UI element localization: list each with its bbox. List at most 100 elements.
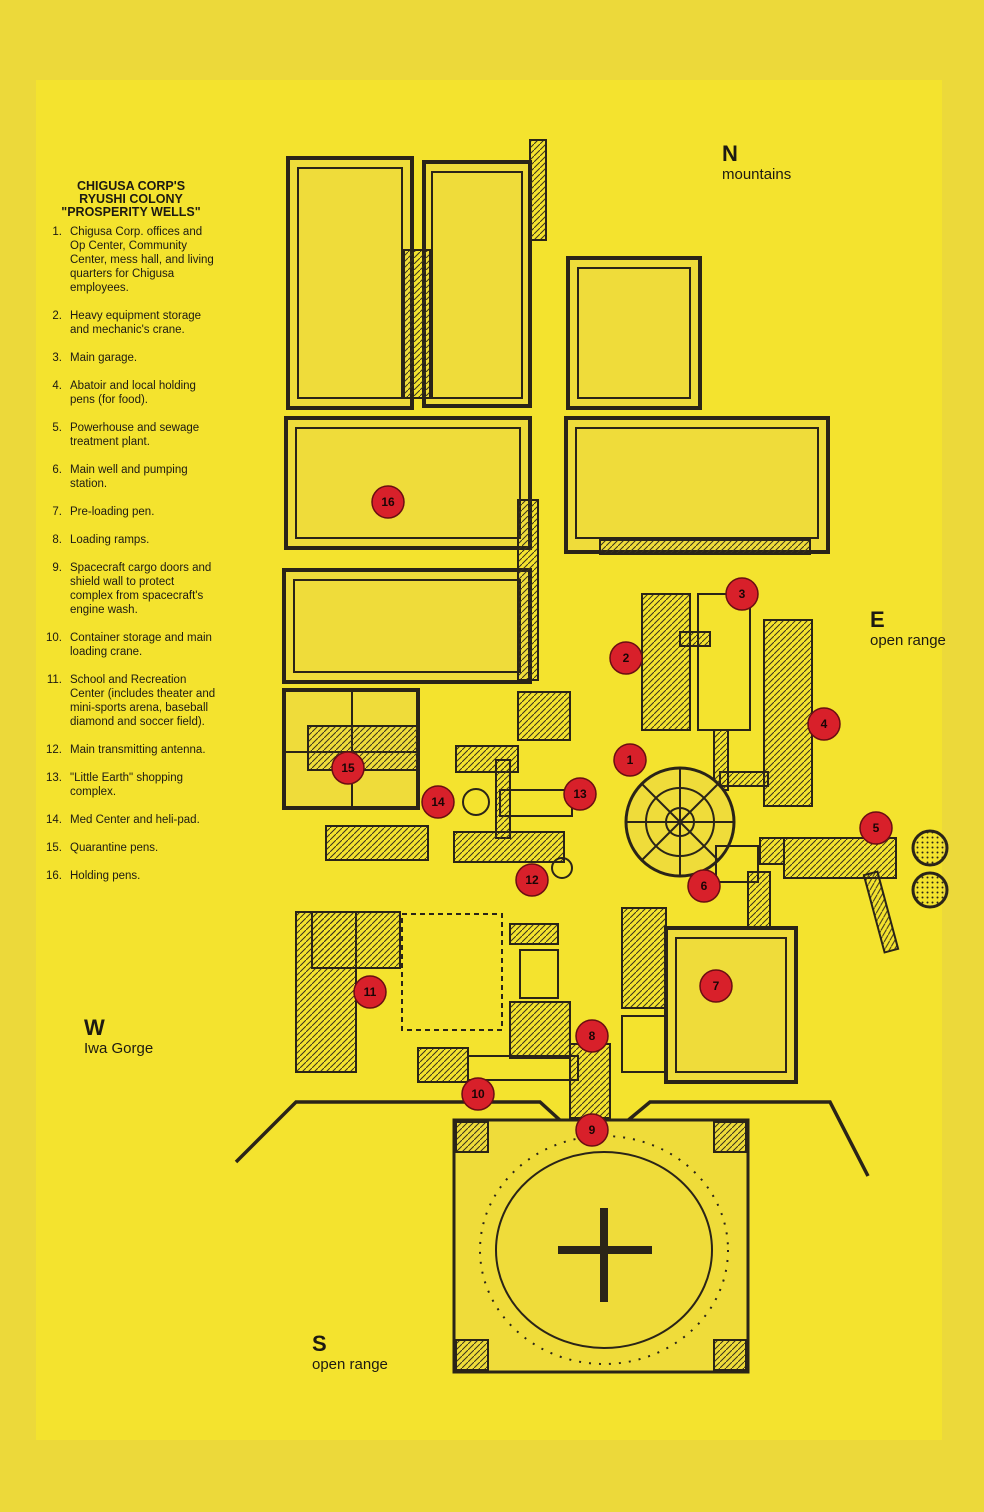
compass-north-letter: N <box>722 141 738 166</box>
compass-south-letter: S <box>312 1331 327 1356</box>
holding-pen-nw-1 <box>286 156 414 410</box>
legend-item-number: 5. <box>52 422 62 434</box>
legend-item-number: 13. <box>46 772 62 784</box>
map-marker-13: 13 <box>563 777 597 811</box>
ops-center-dome <box>624 766 736 878</box>
map-marker-label: 5 <box>873 821 880 835</box>
antenna-building <box>453 831 565 863</box>
legend-item-text: School and Recreation Center (includes t… <box>70 674 216 728</box>
compass-north-label: mountains <box>722 166 792 183</box>
map-marker-label: 12 <box>525 873 539 887</box>
powerhouse-link <box>759 837 785 865</box>
legend-item-text: Loading ramps. <box>70 534 150 546</box>
map-marker-label: 4 <box>821 717 828 731</box>
sports-field <box>401 913 503 1031</box>
map-marker-label: 3 <box>739 587 746 601</box>
legend-item-text: Pre-loading pen. <box>70 506 155 518</box>
rec-storage <box>509 923 559 945</box>
map-marker-label: 9 <box>589 1123 596 1137</box>
legend-item-text: Container storage and main loading crane… <box>70 632 212 658</box>
legend-item: 5.Powerhouse and sewage treatment plant. <box>36 421 216 449</box>
map-marker-7: 7 <box>699 969 733 1003</box>
container-stacks <box>509 1001 571 1059</box>
map-marker-label: 6 <box>701 879 708 893</box>
map-marker-10: 10 <box>461 1077 495 1111</box>
map-marker-label: 16 <box>381 495 395 509</box>
legend-item: 14.Med Center and heli-pad. <box>36 813 216 827</box>
shopping-annex <box>517 691 571 741</box>
legend-item: 13. "Little Earth" shopping complex. <box>36 771 216 799</box>
crane-arm <box>862 870 900 954</box>
legend-item-number: 6. <box>52 464 62 476</box>
legend-item-text: Spacecraft cargo doors and shield wall t… <box>70 562 212 616</box>
legend-item: 2.Heavy equipment storage and mechanic's… <box>36 309 216 337</box>
legend-item-number: 11. <box>46 674 62 686</box>
compass-east-letter: E <box>870 607 885 632</box>
legend-title: CHIGUSA CORP'S RYUSHI COLONY "PROSPERITY… <box>61 179 201 219</box>
legend-item-number: 3. <box>52 352 62 364</box>
map-marker-12: 12 <box>515 863 549 897</box>
legend-item-text: Abatoir and local holding pens (for food… <box>70 380 196 406</box>
well-station <box>715 845 759 883</box>
legend-item: 6.Main well and pumping station. <box>36 463 216 491</box>
spacecraft-landing-pad <box>452 1118 750 1374</box>
compass-north: N mountains <box>722 142 791 184</box>
map-marker-4: 4 <box>807 707 841 741</box>
holding-pen-ne-small <box>566 256 702 410</box>
container-storage <box>417 1047 469 1083</box>
legend-item: 12.Main transmitting antenna. <box>36 743 216 757</box>
map-marker-14: 14 <box>421 785 455 819</box>
pen-west-block <box>621 907 667 1009</box>
legend-item: 15.Quarantine pens. <box>36 841 216 855</box>
legend-item-text: Main transmitting antenna. <box>70 744 206 756</box>
legend-item-text: Chigusa Corp. offices and Op Center, Com… <box>70 226 214 294</box>
legend-item-number: 1. <box>52 226 62 238</box>
legend-list: 1. Chigusa Corp. offices and Op Center, C… <box>36 225 216 883</box>
map-marker-3: 3 <box>725 577 759 611</box>
quarantine-pens <box>282 688 420 810</box>
abatoir <box>763 619 813 807</box>
loading-crane <box>467 1055 579 1081</box>
legend-item-number: 10. <box>46 632 62 644</box>
map-marker-9: 9 <box>575 1113 609 1147</box>
map-marker-label: 15 <box>341 761 355 775</box>
compass-west-label: Iwa Gorge <box>84 1040 154 1057</box>
compass-south: S open range <box>312 1332 388 1374</box>
map-marker-label: 14 <box>431 795 445 809</box>
sewage-tank-1 <box>911 829 949 867</box>
compass-east: E open range <box>870 608 946 650</box>
heavy-equipment-storage <box>641 593 691 731</box>
legend-item: 7. Pre-loading pen. <box>36 505 216 519</box>
legend-item-number: 8. <box>52 534 62 546</box>
legend: CHIGUSA CORP'S RYUSHI COLONY "PROSPERITY… <box>36 180 216 897</box>
north-wall <box>529 139 547 241</box>
pen-gate <box>621 1015 667 1073</box>
map-marker-label: 8 <box>589 1029 596 1043</box>
legend-item-text: Holding pens. <box>70 870 141 882</box>
legend-item: 1. Chigusa Corp. offices and Op Center, C… <box>36 225 216 295</box>
map-marker-2: 2 <box>609 641 643 675</box>
legend-item: 9.Spacecraft cargo doors and shield wall… <box>36 561 216 617</box>
compass-west: W Iwa Gorge <box>84 1016 153 1058</box>
map-marker-1: 1 <box>613 743 647 777</box>
legend-item-number: 16. <box>46 870 62 882</box>
legend-item: 8. Loading ramps. <box>36 533 216 547</box>
antenna-dish <box>551 857 573 879</box>
legend-item: 3.Main garage. <box>36 351 216 365</box>
main-garage <box>697 593 751 731</box>
holding-pen-w <box>282 568 532 684</box>
legend-item: 10. Container storage and main loading cr… <box>36 631 216 659</box>
map-marker-label: 1 <box>627 753 634 767</box>
legend-item-number: 14. <box>46 814 62 826</box>
sewage-tank-2 <box>911 871 949 909</box>
legend-item-text: "Little Earth" shopping complex. <box>70 772 184 798</box>
map-marker-label: 2 <box>623 651 630 665</box>
compass-east-label: open range <box>870 632 946 649</box>
legend-item-number: 7. <box>52 506 62 518</box>
map-marker-11: 11 <box>353 975 387 1009</box>
legend-item: 16. Holding pens. <box>36 869 216 883</box>
map-marker-label: 7 <box>713 979 720 993</box>
shopping-walkway <box>495 759 511 839</box>
